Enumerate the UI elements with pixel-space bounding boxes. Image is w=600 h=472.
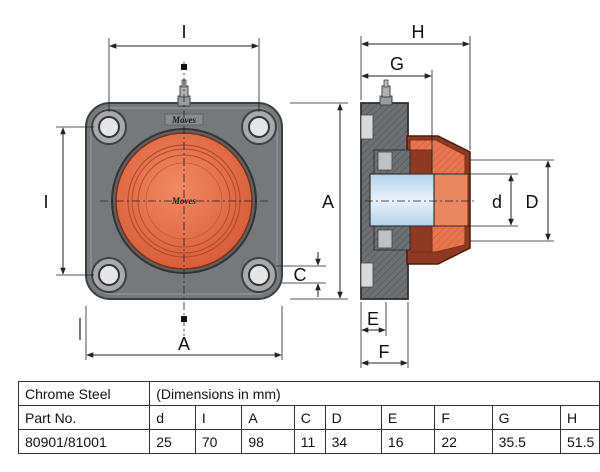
bolt-hole-top-right (241, 109, 277, 145)
dim-label-C: C (294, 265, 307, 285)
dim-label-A-bottom: A (178, 334, 190, 354)
bolt-hole-bottom-right (241, 257, 277, 293)
column-header: E (380, 405, 436, 430)
value-cell: 35.5 (491, 429, 562, 454)
column-header: A (241, 405, 295, 430)
dim-label-D: D (526, 192, 539, 212)
dim-label-d: d (492, 192, 502, 212)
side-section-view: H G d D E F (360, 22, 554, 368)
dim-label-G: G (390, 54, 404, 74)
value-cell: 70 (194, 429, 243, 454)
value-cell: 98 (241, 429, 295, 454)
dimensions-table: Chrome Steel (Dimensions in mm) Part No.… (17, 381, 600, 454)
bolt-hole-top-left (91, 109, 127, 145)
dim-label-F: F (379, 342, 390, 362)
part-label-cell: Part No. (17, 405, 151, 430)
table-data-row: 80901/81001 25 70 98 11 34 16 22 35.5 51… (17, 429, 600, 454)
dim-label-A-right: A (322, 192, 334, 212)
value-cell: 22 (434, 429, 493, 454)
column-header: D (324, 405, 382, 430)
value-cell: 16 (380, 429, 436, 454)
bolt-hole-bottom-left (91, 257, 127, 293)
bearing-unit-drawing: Moves Moves (43, 22, 554, 368)
column-header: F (434, 405, 493, 430)
column-header: G (491, 405, 562, 430)
material-cell: Chrome Steel (17, 381, 151, 406)
dim-label-I-left: I (43, 192, 48, 212)
table-column-row: Part No. d I A C D E F G H (17, 405, 600, 430)
housing-brand-mark: Moves (171, 115, 196, 125)
value-cell: 51.5 (560, 429, 600, 454)
column-header: d (149, 405, 196, 430)
shaft-bore (369, 173, 435, 227)
front-view: Moves Moves (43, 22, 348, 360)
column-header: C (293, 405, 326, 430)
part-number-cell: 80901/81001 (17, 429, 151, 454)
units-note-cell: (Dimensions in mm) (149, 381, 600, 406)
dim-label-H: H (412, 22, 425, 42)
dim-label-I-top: I (181, 22, 186, 42)
value-cell: 25 (149, 429, 196, 454)
column-header: I (194, 405, 243, 430)
dim-label-E: E (367, 309, 379, 329)
value-cell: 34 (324, 429, 382, 454)
value-cell: 11 (293, 429, 326, 454)
column-header: H (560, 405, 600, 430)
table-header-row: Chrome Steel (Dimensions in mm) (17, 381, 600, 406)
